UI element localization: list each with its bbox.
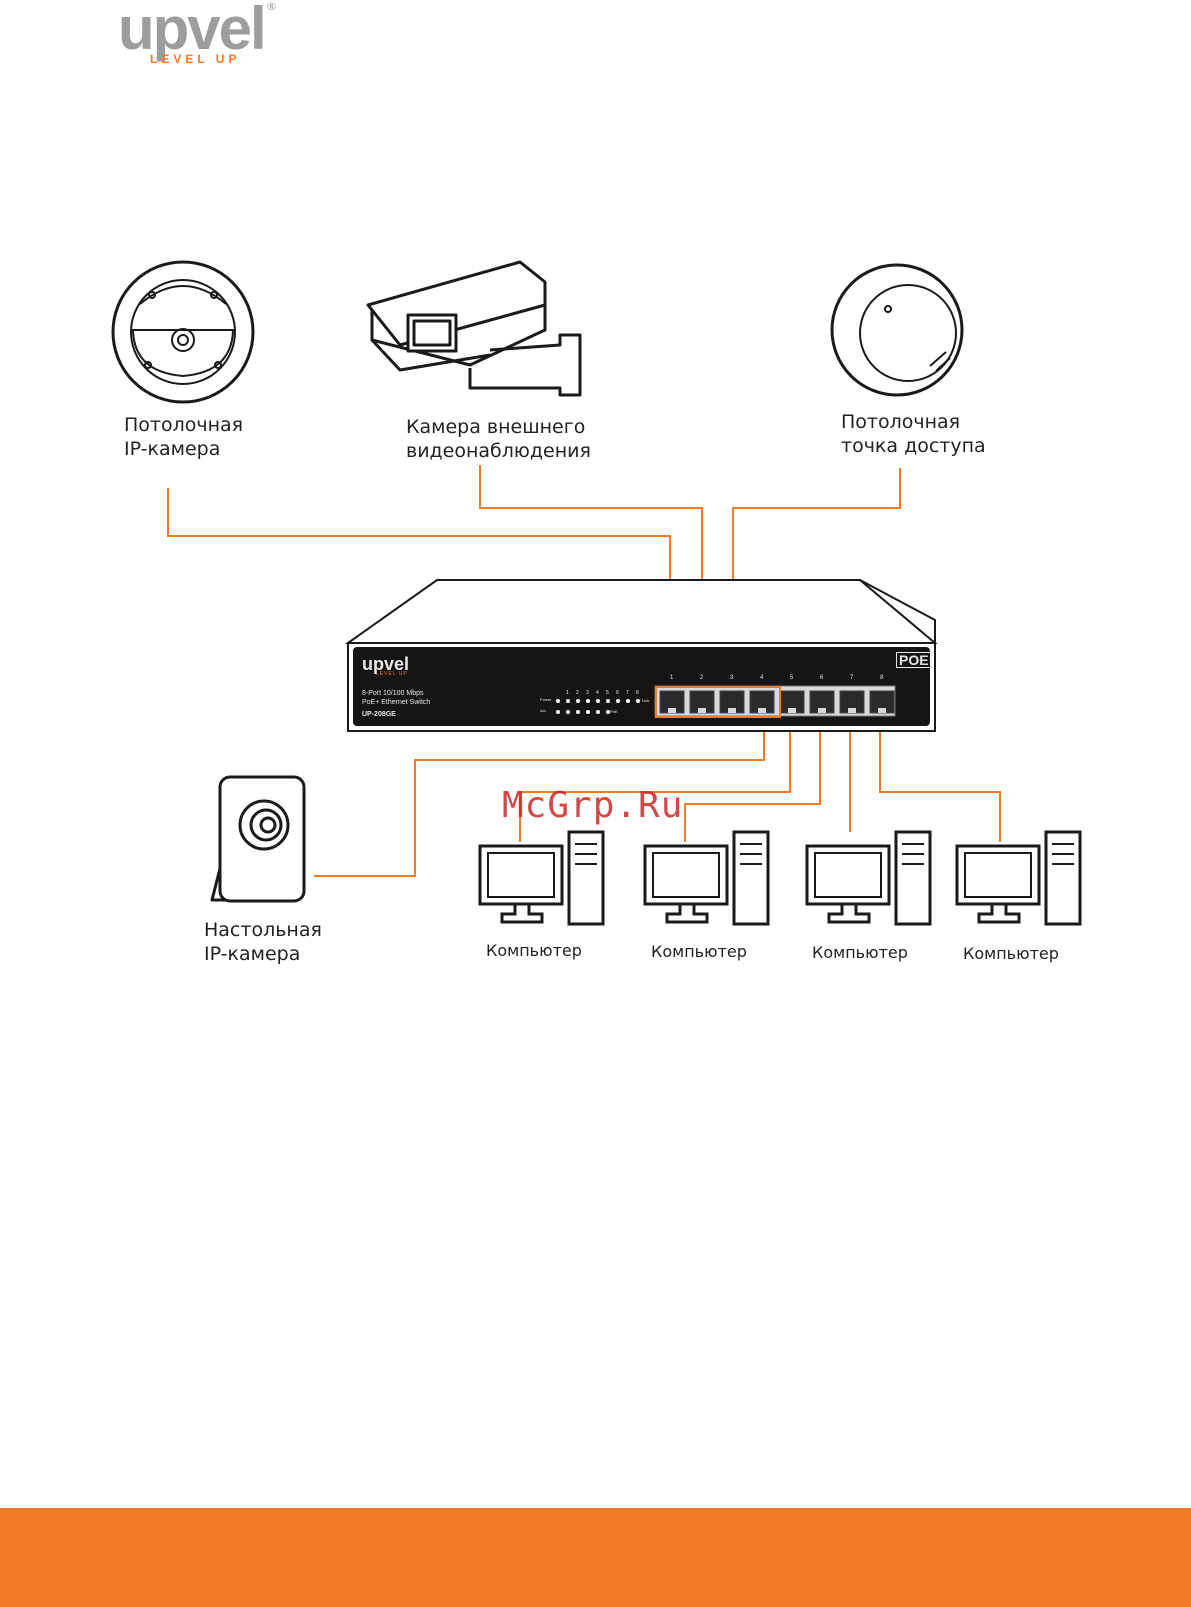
link-computer-4 <box>880 718 1000 842</box>
led-power-label: Power <box>540 697 551 702</box>
ethernet-port-clip-2 <box>698 708 706 713</box>
led-act-label: Act <box>540 708 546 713</box>
switch-description-1: 8-Port 10/100 Mbps <box>362 690 423 697</box>
ethernet-port-clip-7 <box>848 708 856 713</box>
computer-label-3: Компьютер <box>812 943 908 963</box>
led-number-2: 2 <box>576 690 579 696</box>
port-number-3: 3 <box>730 675 733 681</box>
led-number-6: 6 <box>616 690 619 696</box>
led-poe-label: PoE <box>610 709 618 714</box>
ethernet-port-clip-4 <box>758 708 766 713</box>
access-point-label: Потолочная точка доступа <box>841 410 986 458</box>
ceiling-camera-label: Потолочная IP-камера <box>124 413 243 461</box>
watermark: McGrp.Ru <box>502 785 683 826</box>
poe-switch <box>348 580 935 731</box>
led-number-5: 5 <box>606 690 609 696</box>
port-number-4: 4 <box>760 675 763 681</box>
computer-icon-4 <box>957 832 1080 924</box>
led-link-label: Link <box>642 698 649 703</box>
led-number-8: 8 <box>636 690 639 696</box>
port-number-7: 7 <box>850 675 853 681</box>
led-number-1: 1 <box>566 690 569 696</box>
led-number-4: 4 <box>596 690 599 696</box>
computer-icon-2 <box>645 832 768 924</box>
port-number-8: 8 <box>880 675 883 681</box>
computer-icon-3 <box>807 832 930 924</box>
outdoor-camera-label-line-2: видеонаблюдения <box>406 439 591 463</box>
ceiling-camera-icon <box>113 262 253 402</box>
outdoor-camera-label-line-1: Камера внешнего <box>406 415 591 439</box>
access-point-label-line-1: Потолочная <box>841 410 986 434</box>
switch-tagline: LEVEL UP <box>376 671 408 677</box>
poe-badge: POE <box>896 652 932 668</box>
outdoor-camera-icon <box>368 262 580 395</box>
port-number-5: 5 <box>790 675 793 681</box>
switch-model: UP-208GE <box>362 711 396 718</box>
footer-bar <box>0 1508 1191 1607</box>
computer-icon-1 <box>480 832 603 924</box>
computer-label-2: Компьютер <box>651 942 747 962</box>
port-number-2: 2 <box>700 675 703 681</box>
ethernet-port-clip-1 <box>668 708 676 713</box>
port-number-6: 6 <box>820 675 823 681</box>
ceiling-camera-label-line-2: IP-камера <box>124 437 243 461</box>
outdoor-camera-label: Камера внешнего видеонаблюдения <box>406 415 591 463</box>
port-number-1: 1 <box>670 675 673 681</box>
ethernet-port-clip-5 <box>788 708 796 713</box>
ethernet-port-clip-6 <box>818 708 826 713</box>
switch-description-2: PoE+ Ethernet Switch <box>362 699 430 706</box>
computer-label-1: Компьютер <box>486 941 582 961</box>
led-number-7: 7 <box>626 690 629 696</box>
access-point-label-line-2: точка доступа <box>841 434 986 458</box>
led-number-3: 3 <box>586 690 589 696</box>
ethernet-port-clip-8 <box>878 708 886 713</box>
desktop-camera-label-line-2: IP-камера <box>204 942 322 966</box>
link-computer-2 <box>685 718 820 842</box>
desktop-camera-label: Настольная IP-камера <box>204 918 322 966</box>
ceiling-camera-label-line-1: Потолочная <box>124 413 243 437</box>
led-row-top <box>556 699 640 703</box>
access-point-icon <box>832 265 962 395</box>
desktop-camera-label-line-1: Настольная <box>204 918 322 942</box>
computer-label-4: Компьютер <box>963 944 1059 964</box>
desktop-camera-icon <box>212 777 304 901</box>
ethernet-port-clip-3 <box>728 708 736 713</box>
